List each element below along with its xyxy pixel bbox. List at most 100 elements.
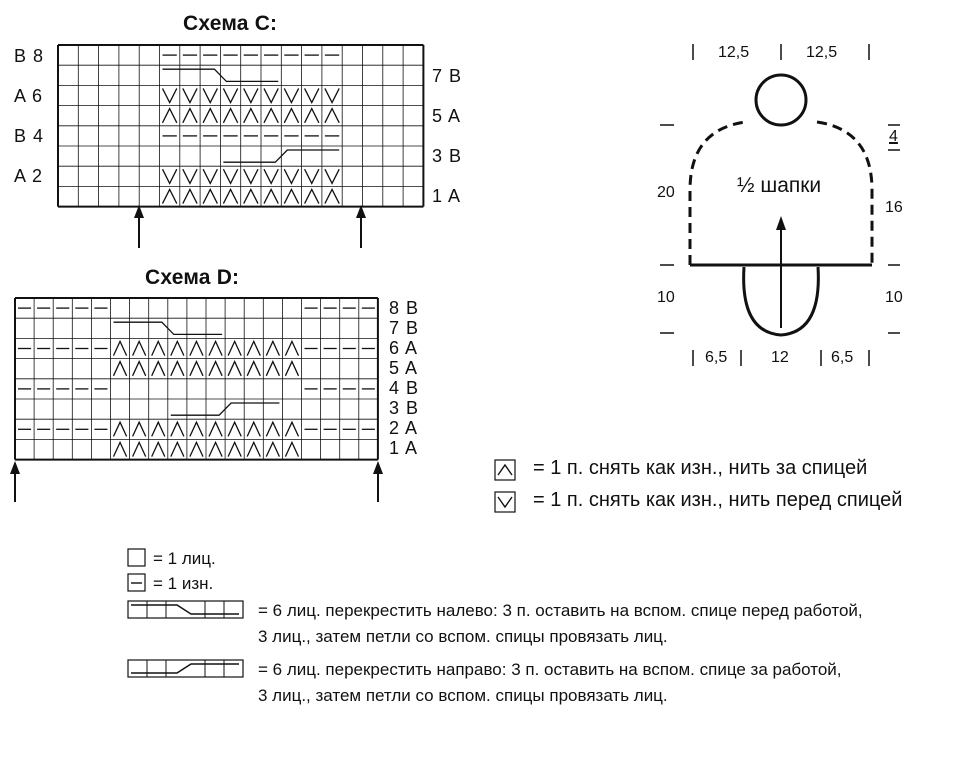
- schema-c-slip-front-mark: [202, 168, 218, 185]
- schema-d-slip-back-mark: [284, 339, 300, 356]
- schema-d-title: Схема D:: [145, 266, 240, 289]
- schema-c-slip-back-mark: [263, 187, 279, 204]
- hat-right-dim: 4: [889, 128, 898, 145]
- schema-c-left-label: B 4: [14, 126, 45, 146]
- schema-d-slip-back-mark: [265, 420, 280, 437]
- schema-d-right-label: 4 B: [389, 378, 420, 398]
- cross-right-text-1: = 6 лиц. перекрестить направо: 3 п. оста…: [258, 660, 842, 679]
- schema-d-right-label: 1 A: [389, 438, 419, 458]
- slip-back-text: = 1 п. снять как изн., нить за спицей: [533, 457, 868, 479]
- schema-d-slip-back-mark: [112, 360, 128, 377]
- schema-d-slip-back-mark: [227, 440, 242, 457]
- schema-d-grid: [10, 297, 383, 502]
- schema-d-slip-back-mark: [189, 420, 204, 437]
- schema-d-slip-back-mark: [246, 440, 261, 457]
- schema-d-slip-back-mark: [151, 420, 166, 437]
- hat-schematic: [660, 44, 900, 366]
- schema-c-slip-front-mark: [182, 88, 198, 105]
- hat-left-dim: 10: [657, 289, 675, 306]
- hat-earflap: [742, 266, 820, 337]
- schema-c-arrow: [134, 205, 144, 248]
- schema-d-slip-back-mark: [189, 360, 204, 377]
- schema-d-slip-back-mark: [132, 360, 147, 377]
- schema-c-slip-back-mark: [243, 187, 259, 204]
- schema-c-slip-front-mark: [324, 88, 340, 105]
- schema-d-slip-back-mark: [246, 420, 261, 437]
- schema-d-slip-back-mark: [284, 440, 300, 457]
- schema-c-slip-front-mark: [243, 168, 259, 185]
- schema-d-slip-back-mark: [227, 360, 242, 377]
- schema-d-slip-back-mark: [265, 360, 280, 377]
- schema-c-slip-front-mark: [182, 168, 198, 185]
- schema-d-arrow: [10, 461, 20, 502]
- schema-c-slip-back-mark: [182, 107, 198, 124]
- schema-d-slip-back-mark: [284, 360, 300, 377]
- hat-dashed-outline: [688, 120, 874, 265]
- knit-icon: [127, 548, 146, 567]
- slip-front-text: = 1 п. снять как изн., нить перед спицей: [533, 489, 903, 511]
- cross-right-text-2: 3 лиц., затем петли со вспом. спицы пров…: [258, 686, 668, 705]
- schema-d-slip-back-mark: [208, 360, 223, 377]
- hat-top-dim: 12,5: [718, 44, 750, 61]
- schema-d-slip-back-mark: [189, 339, 204, 356]
- hat-label: ½ шапки: [737, 174, 822, 197]
- schema-c-slip-back-mark: [222, 107, 239, 124]
- schema-c-title: Схема C:: [183, 12, 278, 35]
- schema-c-slip-front-mark: [324, 168, 340, 185]
- schema-c-slip-back-mark: [243, 107, 259, 124]
- schema-c-slip-front-mark: [161, 88, 178, 105]
- schema-d-cross-left-mark: [113, 321, 223, 336]
- schema-c-slip-back-mark: [202, 107, 218, 124]
- schema-c-slip-front-mark: [202, 88, 218, 105]
- schema-d-slip-back-mark: [265, 440, 280, 457]
- schema-c-right-label: 1 A: [432, 186, 462, 206]
- slip-front-icon: [494, 491, 516, 513]
- schema-d-slip-back-mark: [189, 440, 204, 457]
- schema-c-slip-front-mark: [283, 168, 300, 185]
- schema-c-slip-front-mark: [263, 88, 279, 105]
- schema-d-slip-back-mark: [132, 420, 147, 437]
- schema-d-slip-back-mark: [151, 339, 166, 356]
- slip-back-icon: [494, 459, 516, 481]
- schema-c-slip-back-mark: [324, 187, 340, 204]
- schema-c-slip-front-mark: [304, 168, 320, 185]
- schema-c-slip-back-mark: [304, 107, 320, 124]
- schema-c-grid: [57, 44, 425, 248]
- schema-c-left-label: B 8: [14, 46, 45, 66]
- schema-c-right-label: 7 B: [432, 66, 463, 86]
- schema-d-slip-back-mark: [170, 339, 185, 356]
- schema-c-slip-back-mark: [161, 187, 178, 204]
- hat-right-dim: 10: [885, 289, 903, 306]
- schema-c-right-label: 3 B: [432, 146, 463, 166]
- schema-c-slip-back-mark: [161, 107, 178, 124]
- schema-d-right-label: 2 A: [389, 418, 419, 438]
- schema-d-slip-back-mark: [208, 440, 223, 457]
- schema-d-slip-back-mark: [132, 440, 147, 457]
- schema-d-right-label: 6 A: [389, 338, 419, 358]
- schema-d-slip-back-mark: [151, 360, 166, 377]
- hat-bottom-dim: 6,5: [831, 349, 854, 366]
- schema-c-slip-front-mark: [222, 168, 239, 185]
- schema-d-cross-right-mark: [170, 402, 280, 416]
- cross-left-icon: [127, 600, 244, 619]
- hat-left-dim: 20: [657, 184, 675, 201]
- schema-c-slip-front-mark: [263, 168, 279, 185]
- hat-bottom-dim: 12: [771, 349, 789, 366]
- schema-c-slip-back-mark: [182, 187, 198, 204]
- purl-text: = 1 изн.: [153, 574, 214, 593]
- schema-c-slip-front-mark: [283, 88, 300, 105]
- schema-c-slip-front-mark: [161, 168, 178, 185]
- schema-d-slip-back-mark: [112, 420, 128, 437]
- schema-c-right-label: 5 A: [432, 106, 462, 126]
- schema-c-left-label: A 2: [14, 166, 44, 186]
- schema-d-slip-back-mark: [208, 339, 223, 356]
- schema-c-slip-back-mark: [324, 107, 340, 124]
- schema-d-slip-back-mark: [170, 360, 185, 377]
- schema-d-slip-back-mark: [151, 440, 166, 457]
- hat-right-dim: 16: [885, 199, 903, 216]
- schema-d-right-label: 5 A: [389, 358, 419, 378]
- schema-d-slip-back-mark: [170, 440, 185, 457]
- schema-d-right-label: 3 B: [389, 398, 420, 418]
- schema-d-slip-back-mark: [284, 420, 300, 437]
- schema-c-slip-front-mark: [222, 88, 239, 105]
